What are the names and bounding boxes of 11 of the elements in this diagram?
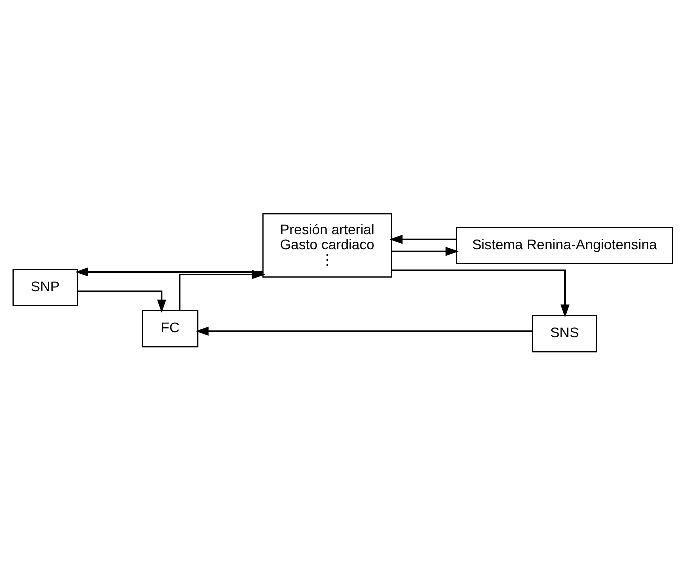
arrow [392,247,459,256]
node-box: Sistema Renina-Angiotensina [456,226,674,264]
arrow [78,290,166,313]
node-box: SNP [12,269,78,306]
arrow [390,235,457,244]
arrow [196,326,532,336]
node-box: SNS [532,315,598,353]
node-box: Presión arterial Gasto cardiaco ⋮ [262,213,392,278]
node-box: FC [142,310,199,348]
arrow [75,268,264,277]
arrow [392,270,570,318]
